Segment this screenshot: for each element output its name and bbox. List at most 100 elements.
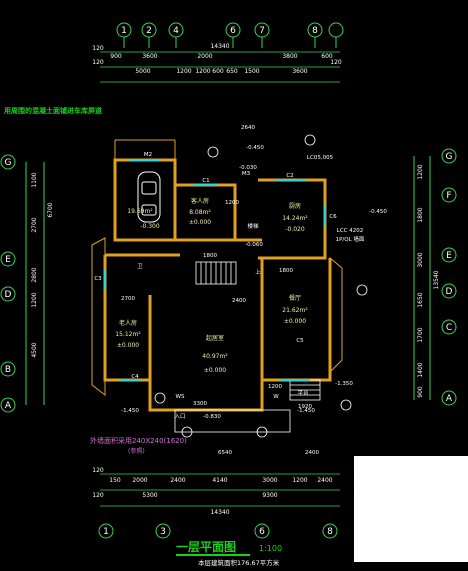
room-kitchen-name: 厨房 xyxy=(289,202,301,210)
blank-overlay xyxy=(354,456,468,562)
bot-dim-b2: 9300 xyxy=(262,492,277,499)
grid-top-7: 7 xyxy=(259,26,265,36)
top-dim-total: 14340 xyxy=(210,43,229,50)
top-dim-b4: 600 xyxy=(212,68,224,75)
left-dim-1: 2700 xyxy=(31,217,38,232)
room-kitchen-area: 14.24m² xyxy=(282,215,308,222)
level-m450: -0.450 xyxy=(246,145,264,151)
room-dining-name: 餐厅 xyxy=(289,294,301,302)
top-dim-b6: 1500 xyxy=(244,68,259,75)
grid-top-2: 2 xyxy=(146,26,152,36)
right-dim-4: 1700 xyxy=(417,327,424,342)
room-dining-area: 21.62m² xyxy=(282,307,308,314)
dim-1200b: 1200 xyxy=(268,384,282,390)
level-m60: -0.060 xyxy=(245,242,263,248)
label-w: W xyxy=(273,394,279,400)
grid-right-F: F xyxy=(446,191,451,201)
dim-1200: 1200 xyxy=(225,200,239,206)
label-wc: 卫 xyxy=(137,263,143,270)
label-c4: C4 xyxy=(131,374,139,380)
label-ltag2: 1P/QL 墙面 xyxy=(336,235,365,243)
level-m450b: -0.450 xyxy=(369,209,387,215)
right-dim-6: 900 xyxy=(417,386,424,398)
dim-2400b: 2400 xyxy=(305,450,319,456)
area-note: 本层建筑面积176.67平方米 xyxy=(198,558,280,567)
room-elder-name: 老人房 xyxy=(119,319,137,327)
label-c2: C2 xyxy=(286,173,293,179)
room-guest-area: 8.08m² xyxy=(189,209,211,216)
grid-left-D: D xyxy=(5,290,12,300)
right-dim-0: 1200 xyxy=(417,164,424,179)
label-m3: M3 xyxy=(242,171,251,177)
grid-left-E: E xyxy=(5,255,11,265)
top-dim-b5: 650 xyxy=(226,68,238,75)
window-note-2: (参照) xyxy=(128,447,145,455)
top-dim-b7: 3600 xyxy=(292,68,307,75)
right-dim-3: 1650 xyxy=(417,292,424,307)
dim-2400: 2400 xyxy=(232,298,246,304)
room-living-name: 起居室 xyxy=(206,334,224,342)
label-stair: 楼梯 xyxy=(247,222,259,230)
left-dim-0: 1100 xyxy=(31,172,38,187)
dim-3300: 3300 xyxy=(193,401,207,407)
room-guest-name: 客人房 xyxy=(191,197,209,205)
top-dim-b8: 120 xyxy=(330,59,342,66)
dim-6540: 6540 xyxy=(218,450,232,456)
room-dining-level: ±0.000 xyxy=(284,318,306,325)
label-entry: 入口 xyxy=(174,413,185,420)
top-dim-a1: 900 xyxy=(110,53,122,60)
top-dim-a0: 120 xyxy=(92,45,104,52)
grid-right-A: A xyxy=(446,394,453,404)
right-dim-2: 3000 xyxy=(417,252,424,267)
stair-icon xyxy=(195,261,237,285)
bot-dim-a6: 1200 xyxy=(292,477,307,484)
label-m2: M2 xyxy=(144,152,152,158)
right-dim-total: 13540 xyxy=(433,270,440,289)
room-elder-level: ±0.000 xyxy=(117,342,139,349)
bot-dim-total: 14340 xyxy=(210,509,229,516)
grid-top-8: 8 xyxy=(312,26,318,36)
top-dim-a2: 3600 xyxy=(142,53,157,60)
car-icon xyxy=(137,171,161,223)
top-dim-b2: 1200 xyxy=(176,68,191,75)
label-up: 上 xyxy=(255,268,261,276)
dim-1800b: 1800 xyxy=(279,268,293,274)
top-dim-b3: 1200 xyxy=(195,68,210,75)
bot-dim-a5: 3000 xyxy=(262,477,277,484)
label-ltag: LCC 4202 xyxy=(337,228,364,234)
top-dim-a5: 600 xyxy=(321,53,333,60)
dim-2700: 2700 xyxy=(121,296,135,302)
room-guest-level: ±0.000 xyxy=(189,219,211,226)
grid-left-G: G xyxy=(5,158,12,168)
label-yard: 平台 xyxy=(297,389,309,397)
label-lc: LC05,005 xyxy=(307,155,334,161)
top-dim-a4: 3800 xyxy=(282,53,297,60)
bot-dim-a4: 4140 xyxy=(212,477,227,484)
drawing-title: 一层平面图 xyxy=(176,540,236,554)
room-elder-area: 15.12m² xyxy=(115,331,141,338)
level-m1350: -1.350 xyxy=(335,381,353,387)
entrance-steps xyxy=(174,379,321,433)
grid-top-1: 1 xyxy=(121,26,127,36)
label-c3: C3 xyxy=(94,276,102,282)
bot-dim-b1: 5300 xyxy=(142,492,157,499)
grid-bottom-8: 8 xyxy=(327,527,333,537)
drawing-scale: 1:100 xyxy=(259,544,282,553)
grid-right-D: D xyxy=(446,287,453,297)
level-m30: -0.030 xyxy=(239,165,257,171)
plan-note: 用周围的混凝土面铺进车库屏道 xyxy=(4,106,102,115)
level-m1450: -1.450 xyxy=(121,408,139,414)
grid-top-4: 4 xyxy=(173,26,179,36)
dim-1800: 1800 xyxy=(203,253,217,259)
dim-2640: 2640 xyxy=(241,125,255,131)
grid-left-A: A xyxy=(5,401,12,411)
bot-dim-b0: 120 xyxy=(92,492,104,499)
room-living-level: ±0.000 xyxy=(204,367,226,374)
top-dim-b0: 120 xyxy=(92,59,104,66)
bot-dim-a7: 2400 xyxy=(317,477,332,484)
room-garage-level: -0.300 xyxy=(140,223,160,230)
grid-right-C: C xyxy=(446,323,452,333)
grid-left-B: B xyxy=(5,365,11,375)
label-c5: C5 xyxy=(296,338,304,344)
